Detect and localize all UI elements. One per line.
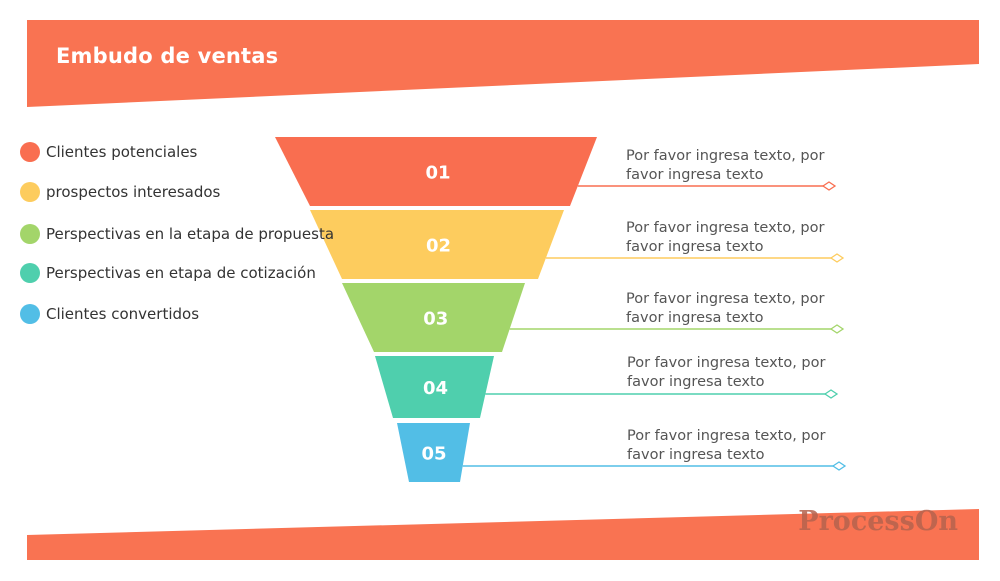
- legend-dot-icon: [20, 304, 40, 324]
- funnel-note-2: Por favor ingresa texto, por favor ingre…: [626, 220, 825, 255]
- legend-item-3: Perspectivas en la etapa de propuesta: [20, 224, 340, 246]
- footer-banner: [27, 509, 979, 560]
- diamond-end-icon-2: [829, 253, 845, 263]
- funnel: 01 02 03 04 05: [275, 137, 597, 482]
- diamond-end-icon-4: [823, 389, 839, 399]
- funnel-note-4: Por favor ingresa texto, por favor ingre…: [627, 355, 826, 390]
- funnel-segment-3: [342, 283, 525, 352]
- page-title: Embudo de ventas: [56, 44, 279, 68]
- funnel-number-1: 01: [425, 163, 450, 184]
- legend-dot-icon: [20, 224, 40, 244]
- legend-dot-icon: [20, 142, 40, 162]
- legend-dot-icon: [20, 182, 40, 202]
- legend-label: Clientes convertidos: [46, 305, 200, 323]
- legend-item-4: Perspectivas en etapa de cotización: [20, 263, 340, 285]
- funnel-note-1: Por favor ingresa texto, por favor ingre…: [626, 148, 825, 183]
- funnel-note-3: Por favor ingresa texto, por favor ingre…: [626, 291, 825, 326]
- funnel-segment-5: [397, 423, 470, 482]
- diamond-end-icon-1: [821, 181, 837, 191]
- funnel-number-3: 03: [423, 309, 448, 330]
- legend-label: Perspectivas en etapa de cotización: [46, 264, 316, 282]
- funnel-number-2: 02: [426, 236, 451, 257]
- legend-item-2: prospectos interesados: [20, 182, 340, 204]
- funnel-segment-1: [275, 137, 597, 206]
- funnel-segment-2: [310, 210, 564, 279]
- header-banner: [27, 20, 979, 107]
- funnel-note-5: Por favor ingresa texto, por favor ingre…: [627, 428, 826, 463]
- funnel-number-5: 05: [421, 444, 446, 465]
- legend-label: Perspectivas en la etapa de propuesta: [46, 225, 335, 243]
- processon-watermark: ProcessOn: [798, 506, 958, 537]
- funnel-number-4: 04: [423, 378, 448, 399]
- diamond-end-icon-3: [829, 324, 845, 334]
- diamond-end-icon-5: [831, 461, 847, 471]
- leader-lines: [462, 181, 847, 471]
- legend-label: prospectos interesados: [46, 183, 221, 201]
- legend-label: Clientes potenciales: [46, 143, 198, 161]
- legend-dot-icon: [20, 263, 40, 283]
- legend-item-5: Clientes convertidos: [20, 304, 340, 326]
- funnel-segment-4: [375, 356, 494, 418]
- legend-item-1: Clientes potenciales: [20, 142, 340, 164]
